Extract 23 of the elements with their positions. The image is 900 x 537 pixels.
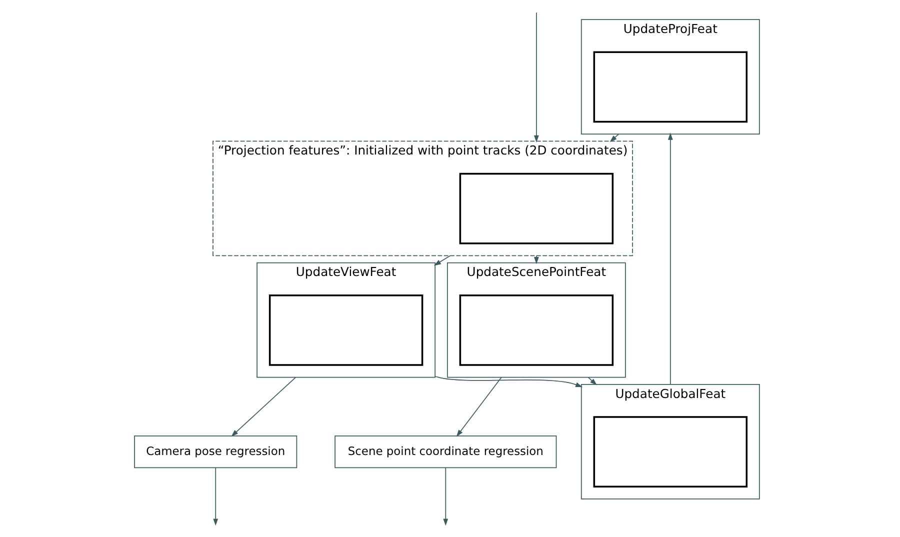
arrow [587,376,597,386]
arrow [212,468,218,526]
cluster: UpdateGlobalFeat [580,384,760,500]
node-box [458,294,614,366]
arrow [533,255,538,264]
cluster: UpdateViewFeat [256,262,436,378]
node-box [592,416,748,488]
arrow [533,12,538,142]
cluster: UpdateProjFeat [580,19,760,135]
node-box: Camera pose regression [134,436,297,468]
arrow [609,134,619,142]
cluster: UpdateScenePointFeat [446,262,626,378]
node-box [268,294,423,366]
node-box [458,172,614,244]
arrow [230,376,296,437]
arrow [442,468,448,526]
node-box: Scene point coordinate regression [334,436,556,468]
arrow [433,255,450,266]
arrow [667,132,672,385]
node-box [592,51,748,123]
cluster: “Projection features”: Initialized with point tracks (2D coordinates) [212,140,632,256]
arrow [456,376,502,437]
arrow [434,376,582,388]
